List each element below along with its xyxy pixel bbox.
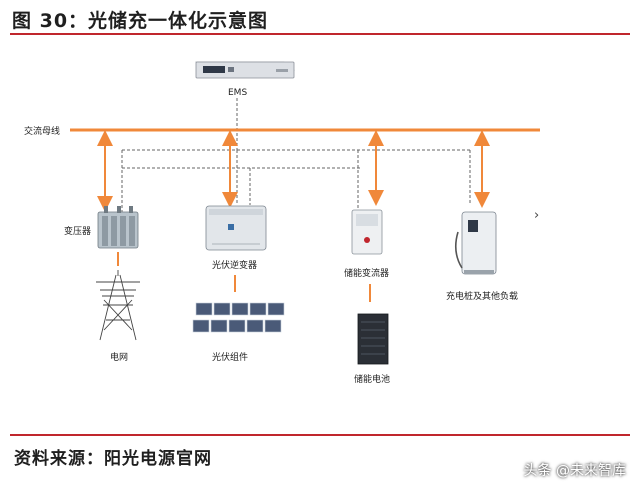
pv-modules-icon <box>192 302 285 333</box>
ac-bus-label: 交流母线 <box>24 127 61 137</box>
charging-pile-icon <box>454 211 497 275</box>
ems-label: EMS <box>228 88 248 98</box>
watermark: 头条 @未来智库 <box>523 463 626 479</box>
battery-label: 储能电池 <box>354 375 391 385</box>
transmission-tower-icon <box>96 270 140 341</box>
charging-pile-label: 充电桩及其他负载 <box>446 292 519 302</box>
transformer-icon <box>97 206 139 249</box>
pv-inverter-icon <box>205 205 267 251</box>
power-arrows <box>97 130 490 302</box>
pv-inverter-label: 光伏逆变器 <box>212 261 258 271</box>
transformer-label: 变压器 <box>64 227 92 237</box>
battery-cabinet-icon <box>357 313 389 365</box>
storage-converter-label: 储能变流器 <box>344 269 390 279</box>
top-rule <box>10 33 630 35</box>
pv-modules-label: 光伏组件 <box>212 353 249 363</box>
ems-server-icon <box>195 61 295 79</box>
grid-label: 电网 <box>110 353 129 363</box>
chevron-right-icon[interactable]: › <box>534 208 540 223</box>
figure-title: 图 30：光储充一体化示意图 <box>12 10 269 32</box>
bottom-rule <box>10 434 630 436</box>
source-note: 资料来源：阳光电源官网 <box>14 449 212 469</box>
control-lines <box>121 98 471 212</box>
storage-converter-icon <box>351 209 383 255</box>
